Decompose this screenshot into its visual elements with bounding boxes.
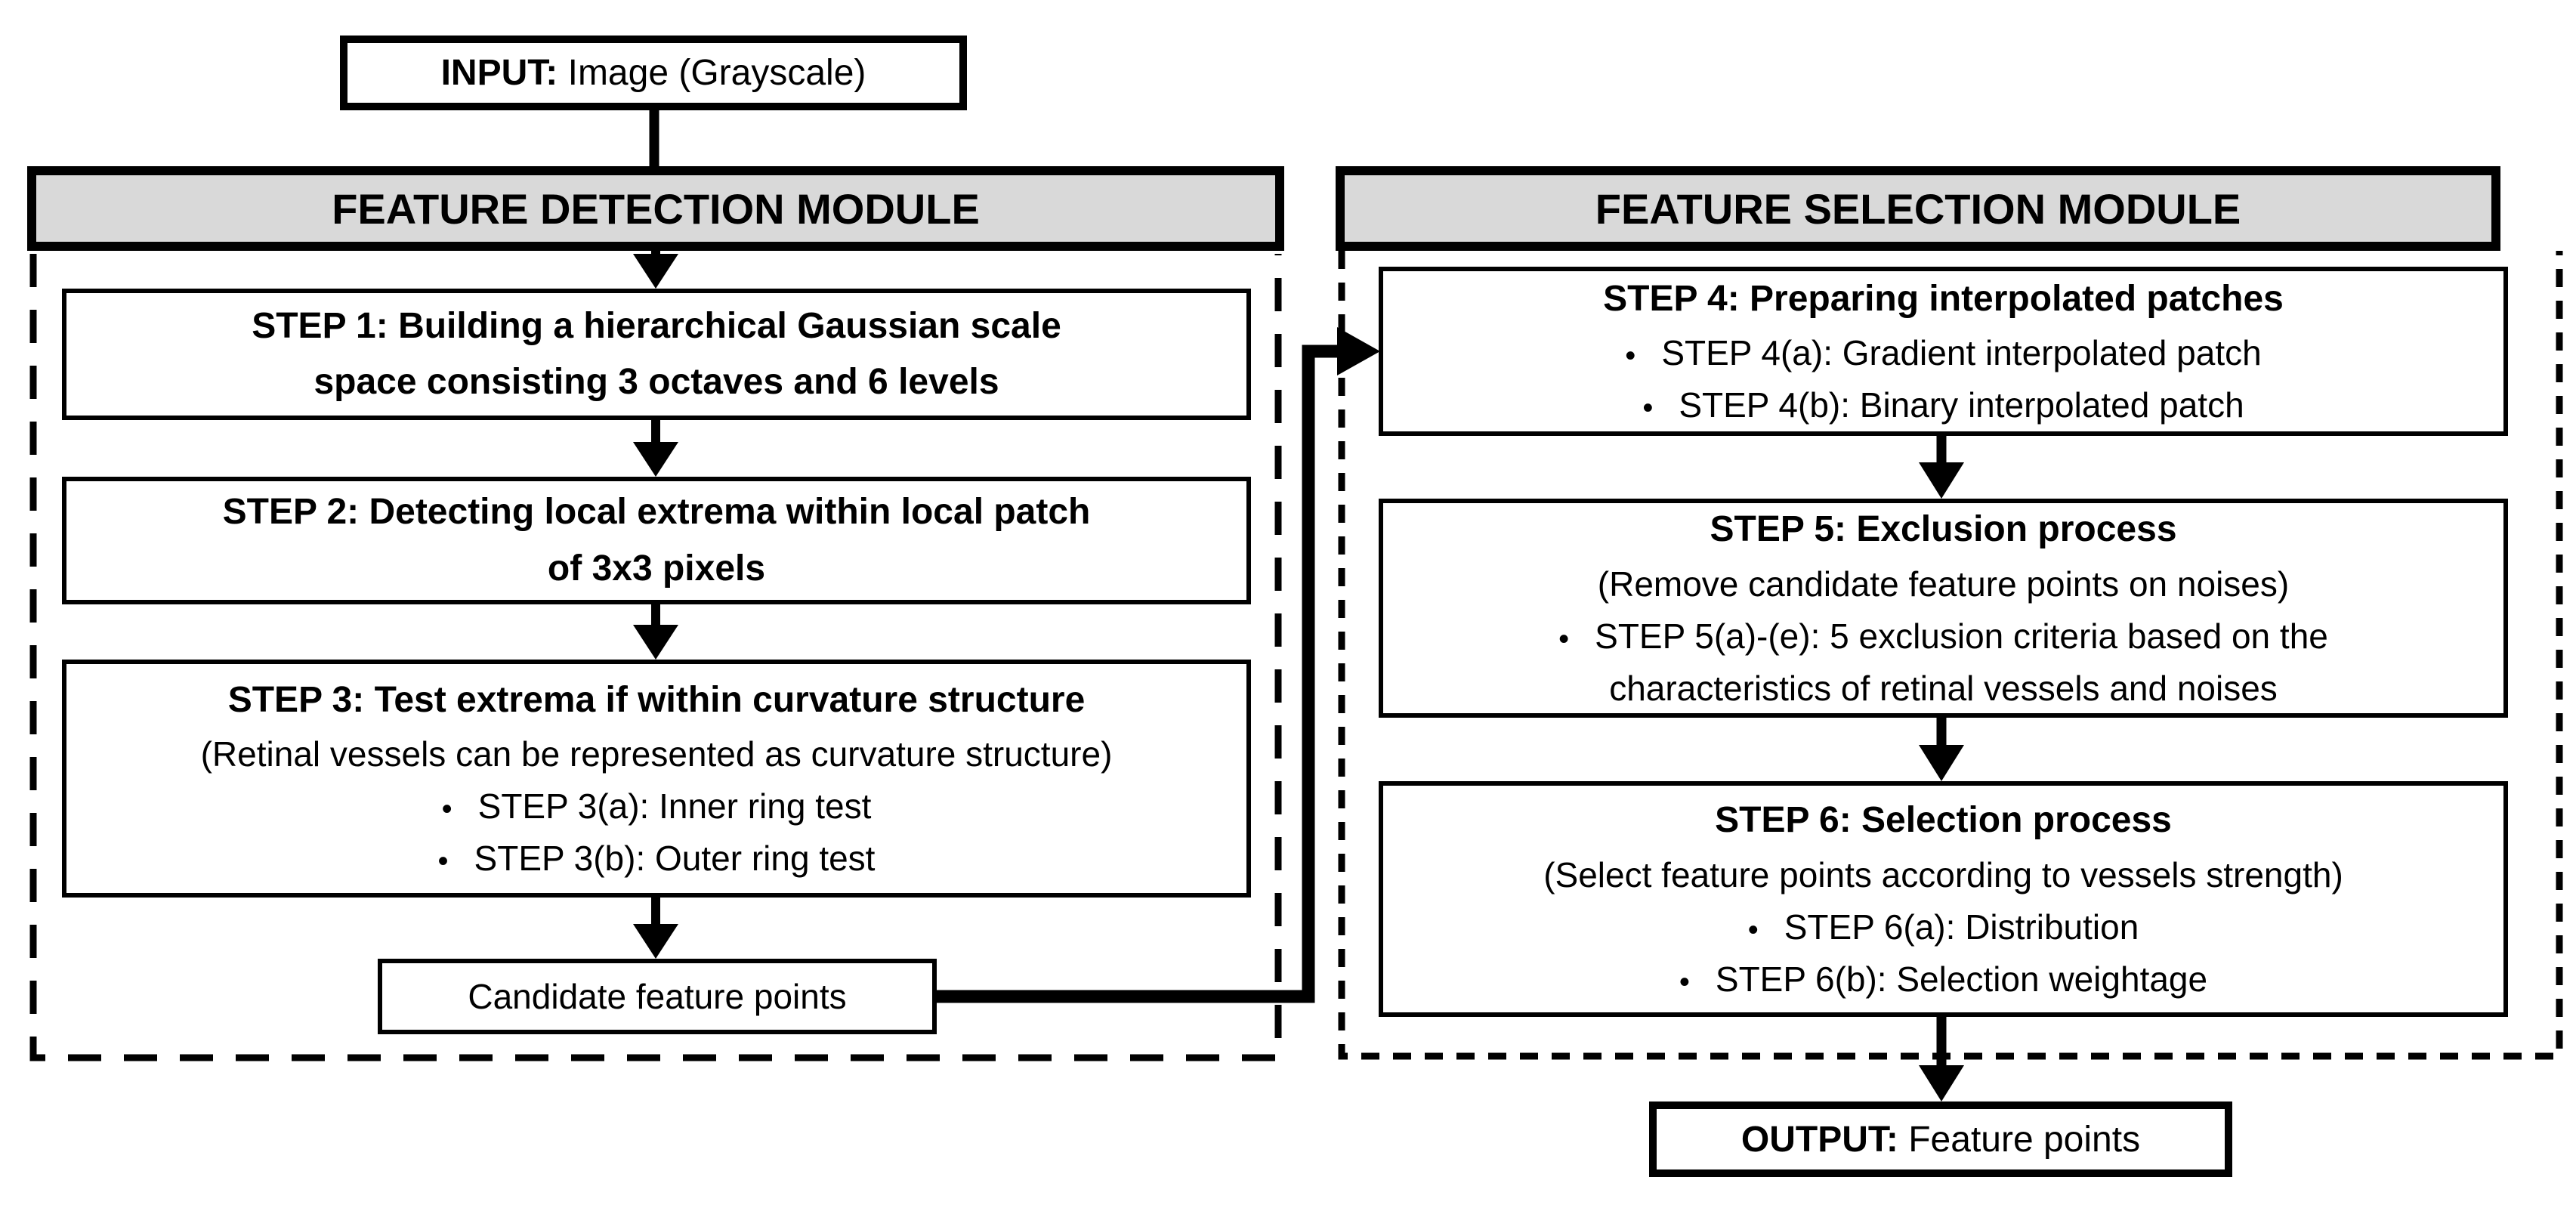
- input-label: INPUT: Image (Grayscale): [441, 52, 866, 94]
- step1-line2: space consisting 3 octaves and 6 levels: [314, 362, 999, 402]
- detection-module-header: FEATURE DETECTION MODULE: [27, 166, 1284, 251]
- selection-module-title: FEATURE SELECTION MODULE: [1595, 184, 2241, 233]
- arrow-step4-to-step5-head: [1919, 462, 1964, 499]
- step2-box: STEP 2: Detecting local extrema within l…: [62, 477, 1251, 604]
- step5-title: STEP 5: Exclusion process: [1710, 509, 2177, 550]
- input-box: INPUT: Image (Grayscale): [340, 36, 967, 110]
- step6-subtitle: (Select feature points according to vess…: [1543, 854, 2343, 894]
- step4-box: STEP 4: Preparing interpolated patches •…: [1379, 267, 2508, 436]
- step6-bullet-1-text: STEP 6(a): Distribution: [1784, 907, 2139, 947]
- step5-subtitle: (Remove candidate feature points on nois…: [1597, 564, 2290, 604]
- output-label: OUTPUT: Feature points: [1741, 1119, 2140, 1160]
- output-label-prefix: OUTPUT:: [1740, 1119, 1898, 1160]
- output-box: OUTPUT: Feature points: [1649, 1101, 2232, 1177]
- step1-box: STEP 1: Building a hierarchical Gaussian…: [62, 289, 1251, 420]
- step5-bullet-line2: characteristics of retinal vessels and n…: [1609, 668, 2278, 708]
- step6-bullet-2-text: STEP 6(b): Selection weightage: [1715, 959, 2208, 999]
- connector-candidate-to-step4: [934, 345, 1339, 1003]
- selection-module-dashed-border: [1338, 251, 2563, 1060]
- step4-bullet-1: • STEP 4(a): Gradient interpolated patch: [1625, 327, 2261, 379]
- arrow-step1-to-step2-head: [633, 442, 678, 477]
- bullet-icon: •: [441, 793, 452, 827]
- step4-bullet-2: • STEP 4(b): Binary interpolated patch: [1642, 379, 2244, 431]
- step3-bullet-1-text: STEP 3(a): Inner ring test: [477, 786, 872, 827]
- step4-bullet-2-text: STEP 4(b): Binary interpolated patch: [1679, 385, 2244, 425]
- bullet-icon: •: [1558, 622, 1570, 656]
- step6-bullet-1: • STEP 6(a): Distribution: [1748, 901, 2139, 953]
- selection-module-header: FEATURE SELECTION MODULE: [1336, 166, 2500, 251]
- bullet-icon: •: [437, 845, 449, 879]
- step5-bullet-text-line1: STEP 5(a)-(e): 5 exclusion criteria base…: [1595, 616, 2328, 656]
- step3-bullet-2-text: STEP 3(b): Outer ring test: [474, 839, 876, 879]
- step1-line1: STEP 1: Building a hierarchical Gaussian…: [252, 305, 1061, 346]
- connector-candidate-to-step4-head: [1337, 327, 1380, 375]
- detection-module-dashed-border: [29, 254, 1282, 1061]
- arrow-step2-to-step3-head: [633, 625, 678, 660]
- detection-module-title: FEATURE DETECTION MODULE: [332, 184, 980, 233]
- step6-title: STEP 6: Selection process: [1715, 800, 2172, 841]
- step3-bullet-1: • STEP 3(a): Inner ring test: [442, 780, 872, 833]
- bullet-icon: •: [1625, 339, 1636, 373]
- bullet-icon: •: [1642, 391, 1654, 425]
- step3-box: STEP 3: Test extrema if within curvature…: [62, 660, 1251, 898]
- arrow-step5-to-step6-head: [1919, 745, 1964, 781]
- bullet-icon: •: [1747, 913, 1759, 947]
- step2-line1: STEP 2: Detecting local extrema within l…: [222, 492, 1091, 533]
- candidate-label: Candidate feature points: [468, 976, 847, 1016]
- step3-subtitle: (Retinal vessels can be represented as c…: [200, 734, 1113, 774]
- bullet-icon: •: [1679, 965, 1690, 999]
- step5-box: STEP 5: Exclusion process (Remove candid…: [1379, 499, 2508, 718]
- output-label-text: Feature points: [1898, 1119, 2141, 1160]
- step4-title: STEP 4: Preparing interpolated patches: [1603, 278, 2284, 319]
- step6-box: STEP 6: Selection process (Select featur…: [1379, 781, 2508, 1017]
- step6-bullet-2: • STEP 6(b): Selection weightage: [1679, 953, 2207, 1006]
- arrow-step3-to-candidate-head: [633, 924, 678, 959]
- step3-bullet-2: • STEP 3(b): Outer ring test: [438, 833, 876, 885]
- input-label-prefix: INPUT:: [440, 53, 558, 93]
- step2-line2: of 3x3 pixels: [547, 548, 766, 589]
- candidate-feature-points-box: Candidate feature points: [378, 959, 937, 1034]
- arrow-step6-to-output-head: [1919, 1065, 1964, 1101]
- step3-title: STEP 3: Test extrema if within curvature…: [227, 679, 1086, 720]
- step5-bullet-line1: • STEP 5(a)-(e): 5 exclusion criteria bas…: [1558, 610, 2328, 663]
- arrow-detection-to-step1-head: [633, 254, 678, 289]
- input-label-text: Image (Grayscale): [558, 53, 866, 93]
- step4-bullet-1-text: STEP 4(a): Gradient interpolated patch: [1661, 333, 2262, 373]
